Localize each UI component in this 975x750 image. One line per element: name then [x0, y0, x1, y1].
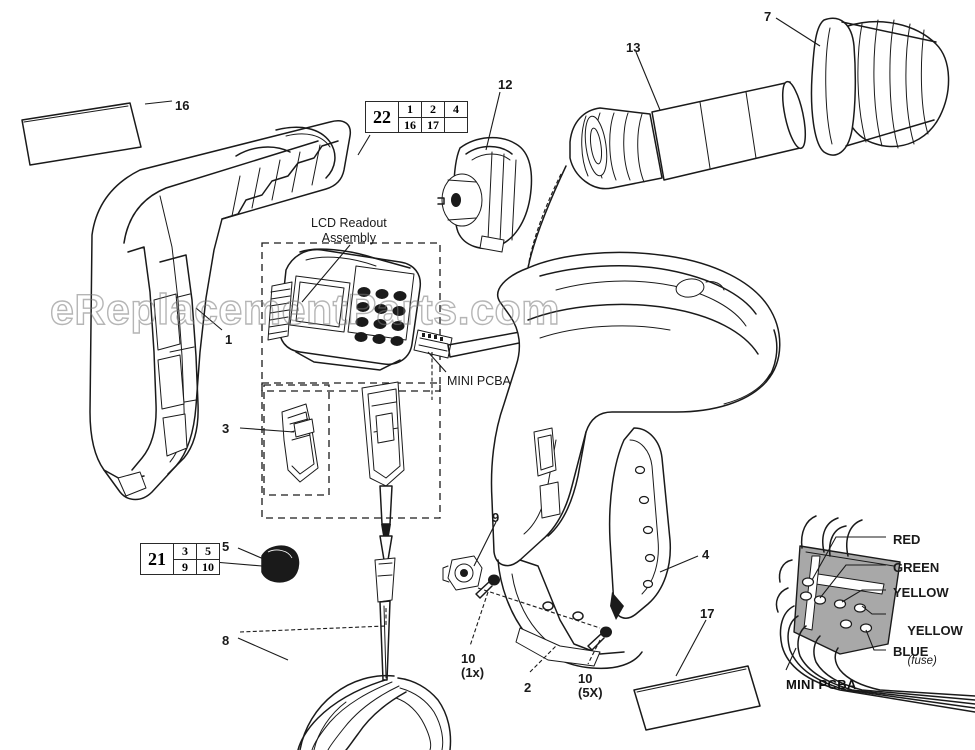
leader-table-22: [357, 134, 371, 156]
part-main-gun-body: [490, 251, 781, 670]
callout-10-1x: 10 (1x): [461, 651, 485, 681]
leader-8-a: [237, 637, 289, 661]
callout-3: 3: [222, 421, 230, 436]
ref-table-21: 21 3 5 9 10: [140, 543, 220, 575]
leader-5: [237, 547, 267, 561]
leader-8-b: [239, 606, 387, 633]
part-1-housing-half: [89, 120, 352, 501]
ref-table-22-key: 22: [366, 102, 399, 132]
callout-13: 13: [626, 40, 641, 55]
ref-table-22-cell-r1c0: 16: [399, 118, 422, 133]
leader-wire-red: [811, 536, 886, 581]
callout-5: 5: [222, 539, 230, 554]
callout-4: 4: [702, 547, 710, 562]
wire-label-yellow-fuse-name: YELLOW: [907, 623, 963, 639]
part-10-screw-b: [587, 626, 612, 651]
ref-table-22-cell-r1c2: [445, 118, 467, 133]
callout-17: 17: [700, 606, 715, 621]
leader-3: [239, 427, 295, 433]
callout-16: 16: [175, 98, 190, 113]
ref-table-21-cell-r0c0: 3: [174, 544, 197, 559]
part-13-heating-element: [527, 80, 807, 269]
leader-13: [635, 51, 661, 111]
ref-table-22-cell-r0c0: 1: [399, 102, 422, 117]
wire-label-green: GREEN: [893, 560, 940, 575]
leader-9: [473, 521, 497, 567]
leader-10b: [587, 639, 601, 665]
label-lcd-readout-assembly: LCD Readout Assembly: [311, 216, 387, 245]
callout-9: 9: [492, 510, 500, 525]
part-3-switch: [281, 403, 319, 483]
part-8-power-cord: [297, 674, 452, 750]
leader-wire-yellow: [841, 589, 886, 603]
leader-10a: [469, 591, 489, 647]
leader-wire-green: [819, 564, 886, 599]
leader-17: [675, 619, 707, 677]
part-16-label-plate: [21, 102, 142, 166]
part-mini-pcba-board: [775, 515, 975, 713]
label-mini-pcba-right: MINI PCBA: [786, 677, 857, 692]
leader-12: [485, 91, 501, 151]
leader-mini-pcba-right: [785, 647, 797, 671]
ref-table-22: 22 1 2 4 16 17: [365, 101, 468, 133]
leader-wire-yellow-fuse: [861, 605, 886, 615]
label-mini-pcba-center: MINI PCBA: [447, 374, 511, 388]
group-box-switch: [261, 382, 441, 519]
ref-table-21-cell-r0c1: 5: [205, 544, 211, 558]
ref-table-21-key: 21: [141, 544, 174, 574]
part-lcd-readout-assembly: [267, 248, 525, 371]
ref-table-22-cell-r0c2: 4: [453, 102, 459, 116]
leader-1: [195, 307, 223, 331]
part-12-fan-impeller: [437, 136, 533, 253]
callout-2: 2: [524, 680, 532, 695]
leader-lcd-readout: [301, 244, 351, 303]
group-box-part3: [263, 384, 330, 496]
part-10-screw-a: [475, 574, 500, 599]
part-4-handle-cover: [608, 427, 672, 620]
leader-table-21: [213, 561, 263, 567]
part-center-motor-shaft: [361, 381, 405, 681]
part-17-label-plate: [633, 665, 761, 731]
leader-mini-pcba-center: [427, 351, 447, 373]
leader-10-link: [477, 587, 601, 629]
ref-table-21-cell-r1c0: 9: [174, 560, 197, 575]
part-5-end-cap: [261, 545, 300, 583]
wire-label-red: RED: [893, 532, 921, 547]
part-7-nozzle: [810, 17, 950, 156]
callout-12: 12: [498, 77, 513, 92]
wire-label-yellow-fuse-note: (fuse): [907, 654, 937, 667]
callout-8: 8: [222, 633, 230, 648]
part-9-cord-retainer: [442, 555, 483, 591]
callout-7: 7: [764, 9, 772, 24]
ref-table-22-cell-r1c1: 17: [422, 118, 445, 133]
wire-label-yellow-fuse: YELLOW (fuse): [893, 610, 963, 682]
callout-1: 1: [225, 332, 233, 347]
leader-16: [144, 100, 173, 105]
keypad-buttons: [354, 287, 407, 346]
ref-table-21-cell-r1c1: 10: [202, 560, 214, 574]
wire-label-blue: BLUE: [893, 644, 929, 659]
wire-label-yellow: YELLOW: [893, 585, 949, 600]
ref-table-22-cell-r0c1: 2: [422, 102, 445, 117]
callout-10-5x: 10 (5X): [578, 671, 603, 701]
leader-wire-blue: [865, 629, 886, 651]
leader-7: [775, 17, 821, 47]
group-box-lcd: [261, 242, 441, 392]
leader-4: [659, 555, 699, 573]
